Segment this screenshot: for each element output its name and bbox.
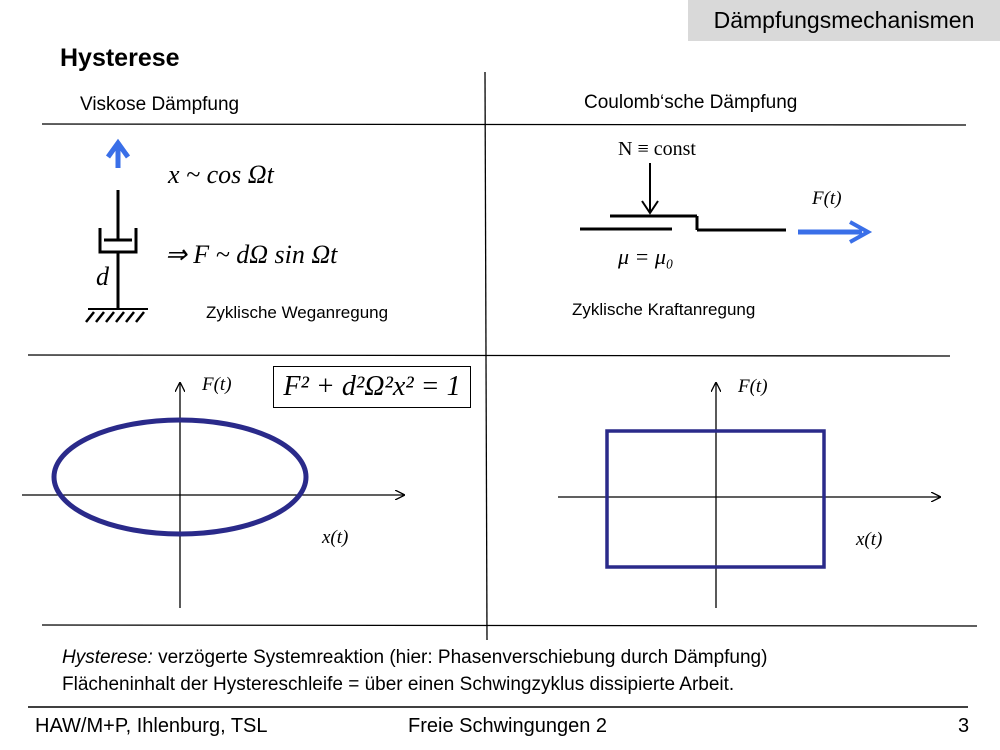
note-line-1: Hysterese: verzögerte Systemreaktion (hi… [62, 644, 767, 671]
divider-top [41, 123, 967, 126]
page-number: 3 [958, 715, 970, 737]
note-definition: verzögerte Systemreaktion (hier: Phasenv… [152, 647, 768, 668]
section-header: Dämpfungsmechanismen [688, 0, 1000, 41]
slide-title: Hysterese [60, 44, 180, 72]
viscous-heading: Viskose Dämpfung [80, 94, 240, 115]
hysteresis-rectangle [605, 429, 826, 569]
ellipse-equation: F² + d²Ω²x² = 1 [273, 366, 471, 408]
force-equation: ⇒ F ~ dΩ sin Ωt [165, 240, 338, 269]
note-line-2: Flächeninhalt der Hystereschleife = über… [62, 674, 735, 695]
coulomb-caption: Zyklische Kraftanregung [572, 300, 756, 319]
viscous-hysteresis-plot [22, 383, 404, 608]
coulomb-hysteresis-plot [558, 383, 940, 608]
viscous-caption: Zyklische Weganregung [206, 303, 389, 322]
displacement-equation: x ~ cos Ωt [168, 160, 274, 189]
right-y-label: F(t) [738, 376, 768, 397]
left-x-label: x(t) [322, 527, 349, 548]
normal-force-label: N ≡ const [618, 138, 696, 160]
damper-label: d [96, 262, 109, 291]
applied-force-label: F(t) [812, 188, 842, 209]
friction-coefficient: μ = μ₀ [618, 244, 674, 269]
divider-bottom [41, 624, 978, 627]
coulomb-heading: Coulomb‘sche Dämpfung [584, 92, 798, 113]
divider-middle [27, 354, 951, 357]
hysteresis-ellipse [51, 417, 309, 537]
notes: Hysterese: verzögerte Systemreaktion (hi… [62, 644, 767, 698]
footer-course: Freie Schwingungen 2 [408, 715, 608, 737]
friction-block [580, 163, 873, 244]
footer-author: HAW/M+P, Ihlenburg, TSL [35, 715, 268, 737]
note-term: Hysterese: [62, 647, 153, 668]
left-y-label: F(t) [202, 374, 232, 395]
viscous-damper [85, 138, 148, 323]
right-x-label: x(t) [856, 529, 883, 550]
